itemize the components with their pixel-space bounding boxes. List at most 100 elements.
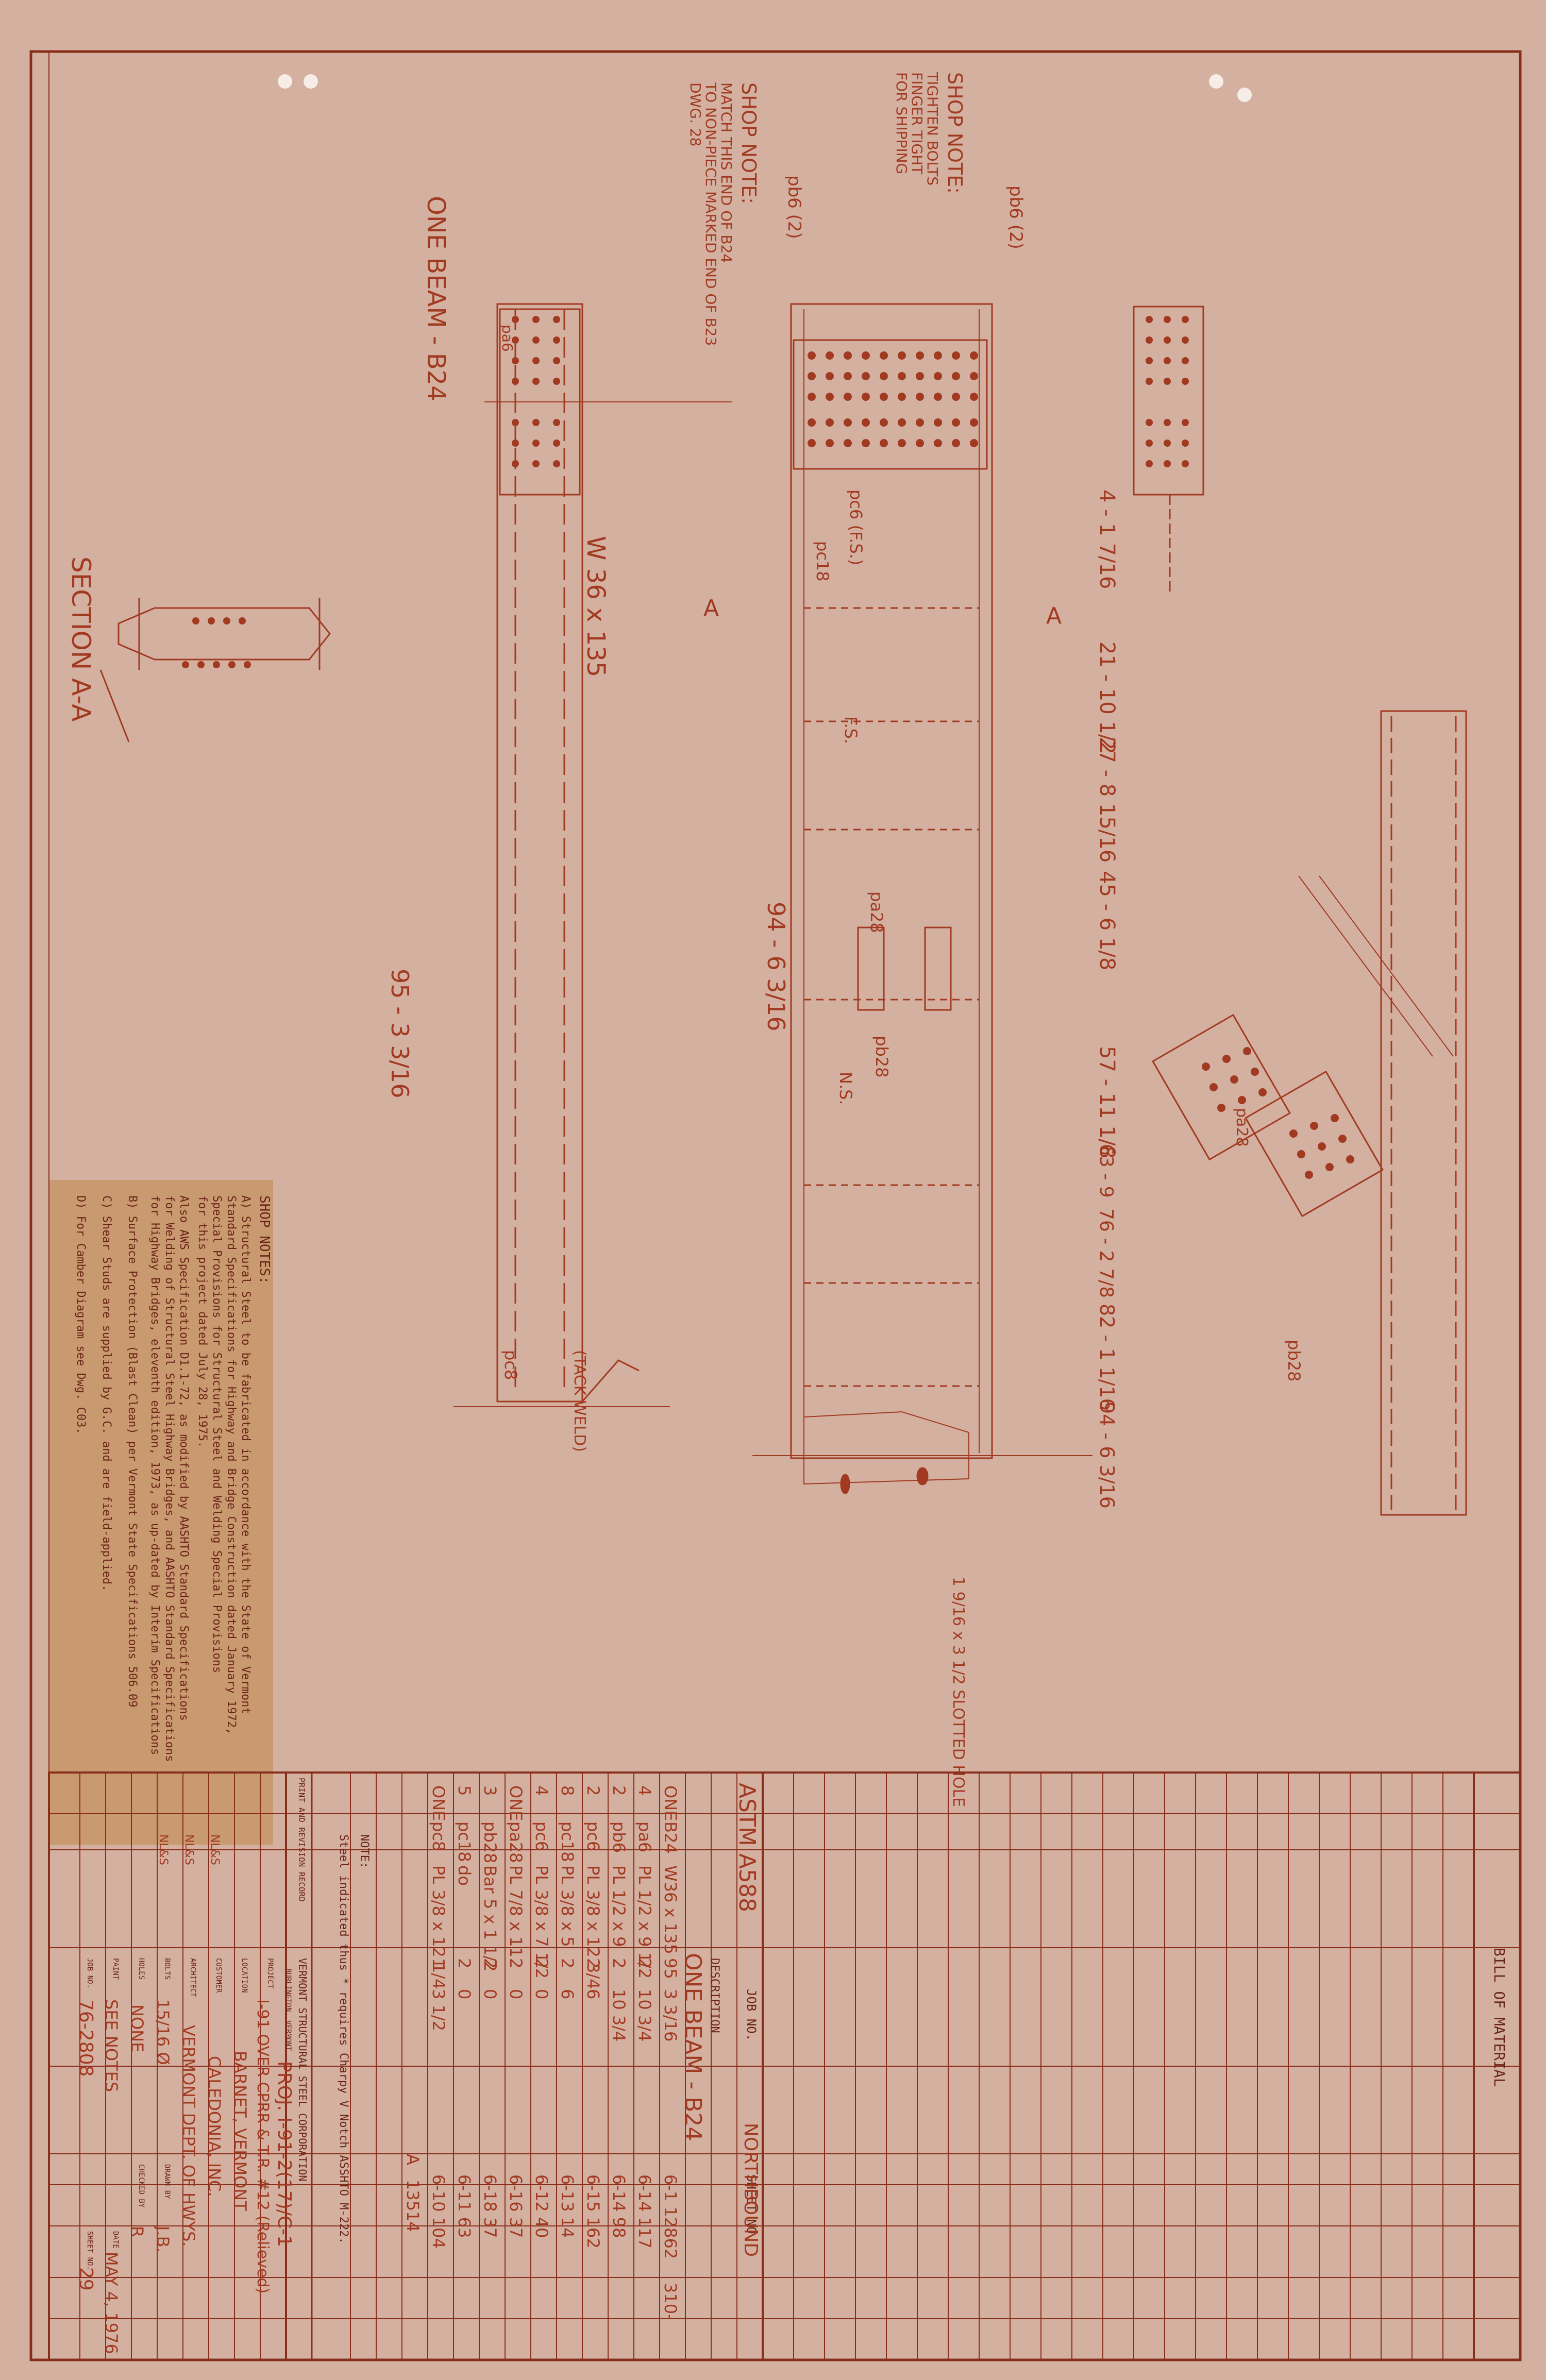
bom-row7-mark: pb28 [480,1821,500,1863]
print-record: PRINT AND REVISION RECORD [297,1778,307,1902]
dim-station-7: 82 - 1 1/16 [1096,1304,1118,1411]
piece-mark-pa28: pa28 [867,891,886,933]
piece-mark-pc18: pc18 [813,541,832,582]
bom-row3-mark: pc6 [583,1821,603,1851]
bom-row5-desc: PL 3/8 x 7 1/2 [532,1865,551,1979]
bom-row4-ft: 2 [558,1958,577,1968]
tb-sheet-no: 29 [75,2267,96,2291]
tb-job-no: 76-2808 [75,1999,96,2077]
dim-station-6: 76 - 2 7/8 [1096,1208,1117,1298]
bom-row9-ft: 1 [429,1958,448,1968]
dim-station-8: 94 - 6 3/16 [1096,1402,1118,1509]
dim-station-2: 27 - 8 15/16 [1095,737,1119,863]
bom-note-text: Steel indicated thus * requires Charpy V… [337,1834,350,2244]
bom-row5-mark: pc6 [532,1821,551,1851]
shop-notes-line-0: A) Structural Steel to be fabricated in … [239,1195,252,1714]
bom-sheet-wt: 310- [661,2283,680,2320]
label-date: DATE [111,2231,120,2249]
bom-row0-in: 3 3/16 [661,1989,680,2041]
shop-notes-line-4: Also AWS Specification D1.1-72, as modif… [177,1195,190,1721]
piece-mark-pc6: pc6 (F.S.) [846,489,866,565]
punch-hole [1209,74,1223,89]
shop-notes-line-1: Standard Specifications for Highway and … [225,1195,238,1734]
shop-notes-line-2: Special Provisions for Structural Steel … [210,1195,223,1673]
shop-notes-line-6: for Highway Bridges, eleventh edition, 1… [148,1195,161,1755]
shop-note-match-4: DWG. 28 [687,82,704,146]
shop-notes-paper [49,1180,273,1845]
tb-project: PROJ. I-91-2(17)/C-1 [274,2061,295,2247]
beam-size: W 36 x 135 [581,536,610,677]
shop-note-match-3: TO NON-PIECE MARKED END OF B23 [702,82,719,346]
bom-row2-wt: 6-14 98 [609,2174,629,2238]
tb-rev-1: NL&S [182,1834,195,1865]
bom-sheet-no: SHEET NO. [744,2174,759,2241]
shop-notes-title: SHOP NOTES: [257,1195,272,1284]
bom-row4-desc: PL 3/8 x 5 [558,1865,577,1947]
bom-row2-desc: PL 1/2 x 9 [609,1865,629,1947]
dim-station-3: 45 - 6 1/8 [1095,871,1119,970]
bom-job-no: JOB NO. [744,1989,759,2041]
label-sheet: SHEET NO. [86,2231,94,2270]
piece-mark-pb28-r: pb28 [1284,1340,1304,1381]
shop-note-match-2: MATCH THIS END OF B24 [718,82,735,263]
bom-row9-mark: pc8 [429,1821,448,1851]
label-location: LOCATION [240,1958,248,1993]
bom-row3-desc: PL 3/8 x 12 3/4 [583,1865,603,1989]
beam-b24-elevation [453,303,732,1407]
label-customer: CUSTOMER [214,1958,223,1993]
tb-architect: VERMONT DEPT. OF HWYS. [179,2025,198,2247]
bom-row1-no: 4 [635,1785,654,1796]
bom-row6-desc: PL 7/8 x 11 [506,1865,526,1957]
bom-row6-mark: pa28 [506,1821,526,1863]
bom-row4-wt: 6-13 14 [558,2174,577,2238]
bom-row2-mark: pb6 [609,1821,629,1853]
bom-row0-wt: 6-1 12862 [661,2174,680,2259]
bom-row0-desc: W36 x 135 [661,1865,680,1954]
bom-row5-in: 0 [532,1989,551,1999]
bom-row8-mark: pc18 [455,1821,474,1862]
tb-customer: CALEDONIA, INC. [205,2056,224,2197]
tb-rev-2: NL&S [157,1834,170,1865]
piece-mark-pb28: pb28 [872,1036,892,1077]
bom-header: BILL OF MATERIAL [1491,1948,1508,2087]
dim-station-4: 57 - 11 1/8 [1095,1046,1119,1159]
bom-col-desc: DESCRIPTION [708,1958,721,2033]
bom-row3-ft: 2 [583,1958,603,1968]
label-architect: ARCHITECT [189,1958,197,1997]
bom-group: ONE BEAM - B24 [680,1953,706,2141]
splice-bolt-group [808,351,978,447]
bom-row1-desc: PL 1/2 x 9 1/2 [635,1865,654,1979]
bom-row8-no: 5 [455,1785,474,1796]
tb-rev-0: NL&S [208,1834,221,1865]
bom-row5-no: 4 [532,1785,551,1796]
section-arrow-a-left: A [703,595,719,621]
bom-row7-ft: 2 [480,1958,500,1968]
bom-spec: ASTM A588 [734,1783,760,1912]
bom-row7-in: 0 [480,1989,500,1999]
piece-mark-pc8: pc8 [501,1350,520,1380]
dim-station-0: 4 - 1 7/16 [1095,489,1119,589]
punch-hole [278,74,292,89]
label-checked: CHECKED BY [137,2164,145,2208]
bom-row4-mark: pc18 [558,1821,577,1862]
diaphragm-detail [1152,710,1467,1516]
piece-mark-pb6: pb6 (2) [784,175,804,239]
label-bolts: BOLTS [163,1958,171,1980]
tb-checked-by: R [127,2226,147,2237]
label-paint: PAINT [111,1958,120,1980]
shop-note-tighten-3: FINGER TIGHT [909,72,926,175]
bom-row7-wt: 6-18 37 [480,2174,500,2238]
section-arrow-a-right: A [1046,603,1062,629]
bom-row0-ft: 95 [661,1958,680,1979]
company-city: BURLINGTON, VERMONT [284,1968,292,2051]
bom-row6-ft: 2 [506,1958,526,1968]
bom-row2-ft: 2 [609,1958,629,1968]
section-label: SECTION A-A [66,556,96,721]
bolt-group [512,316,560,467]
bom-row6-no: ONE [506,1785,526,1821]
label-job: JOB NO. [86,1958,94,1988]
piece-mark-pb6-r: pb6 (2) [1005,185,1026,249]
shop-notes-line-3: for this project dated July 28, 1975. [196,1195,209,1448]
stiffeners [804,607,979,1387]
punch-hole [304,74,318,89]
